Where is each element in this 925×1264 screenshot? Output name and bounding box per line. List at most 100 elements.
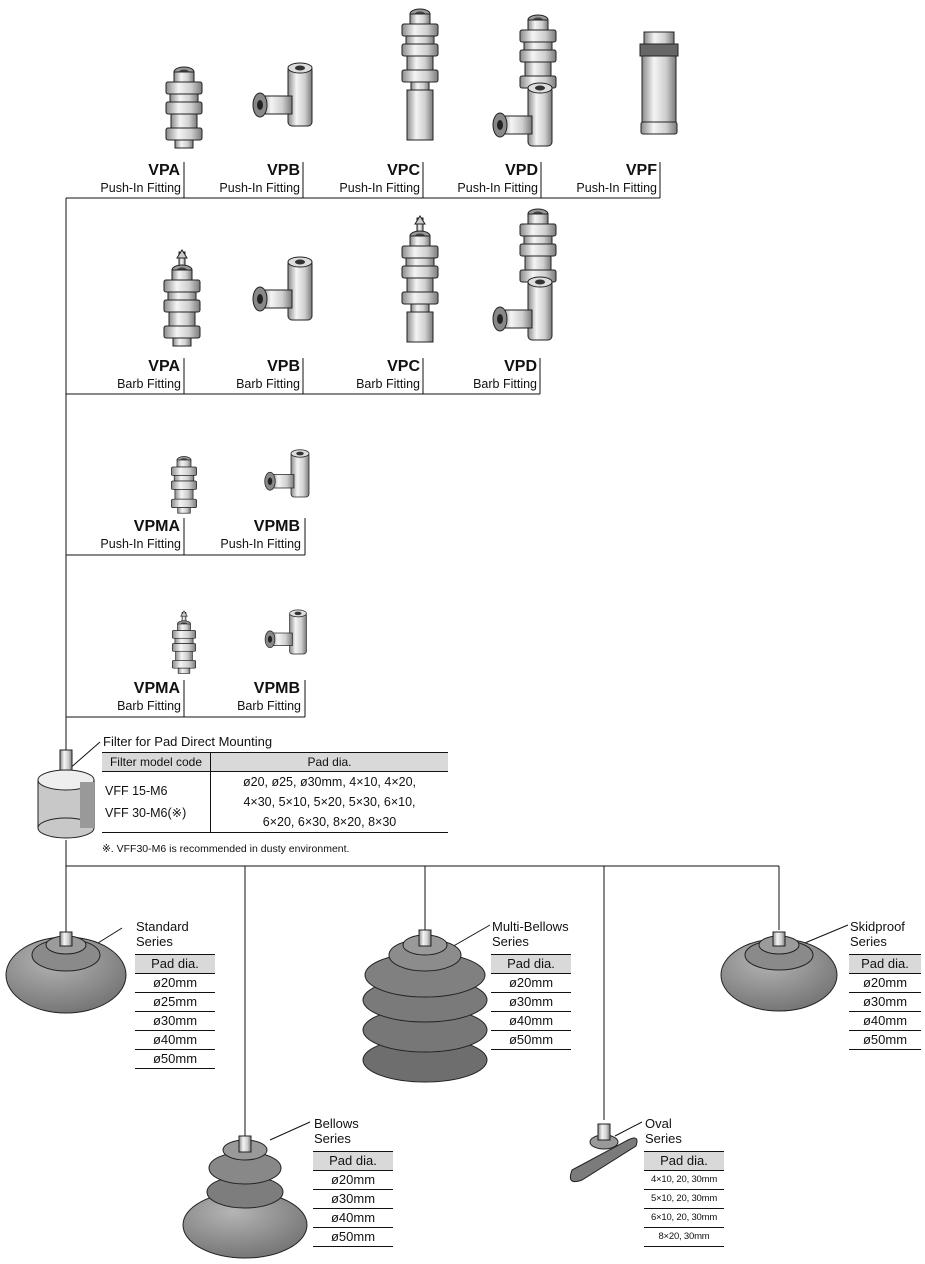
multi-bellows-pad-image	[362, 929, 488, 1083]
vpf-push-in-image	[639, 31, 679, 135]
skidproof-pad-table: Pad dia. ø20mm ø30mm ø40mm ø50mm	[849, 954, 921, 1050]
fitting-code: VPF	[625, 162, 657, 179]
fitting-code: VPC	[387, 162, 420, 179]
vpd-push-in-image	[492, 15, 556, 147]
pad-dia: 8×20, 30mm	[644, 1228, 724, 1247]
pad-dia: ø50mm	[313, 1228, 393, 1247]
pad-series-name: Standard	[136, 919, 189, 934]
fitting-code: VPA	[148, 358, 180, 375]
fitting-code: VPMB	[253, 518, 300, 535]
pad-series-label: Series	[136, 934, 173, 949]
vpma-push-in-image	[171, 457, 196, 514]
fitting-type: Push-In Fitting	[100, 181, 181, 195]
pad-series-label: Series	[645, 1131, 682, 1146]
pad-dia: 5×10, 20, 30mm	[644, 1190, 724, 1209]
pad-series-label: Series	[492, 934, 529, 949]
bellows-pad-table: Pad dia. ø20mm ø30mm ø40mm ø50mm	[313, 1151, 393, 1247]
fitting-code: VPC	[387, 358, 420, 375]
pad-dia: ø30mm	[849, 993, 921, 1012]
fitting-type: Push-In Fitting	[457, 181, 538, 195]
filter-note: ※. VFF30-M6 is recommended in dusty envi…	[102, 843, 350, 855]
vpd-barb-image	[492, 209, 556, 341]
standard-pad-image	[5, 931, 127, 1014]
fitting-code: VPA	[148, 162, 180, 179]
vpb-push-in-image	[252, 62, 313, 127]
fitting-code: VPB	[267, 358, 300, 375]
fitting-type: Push-In Fitting	[220, 537, 301, 551]
filter-title: Filter for Pad Direct Mounting	[103, 734, 273, 749]
fitting-type: Barb Fitting	[473, 377, 537, 391]
pad-series-name: Multi-Bellows	[492, 919, 569, 934]
fitting-type: Push-In Fitting	[339, 181, 420, 195]
pad-table-header: Pad dia.	[849, 954, 921, 974]
filter-col-dia: Pad dia.	[210, 752, 448, 772]
filter-dia-line: 4×30, 5×10, 5×20, 5×30, 6×10,	[243, 795, 416, 809]
vpc-barb-image	[402, 215, 438, 343]
pad-dia: ø20mm	[135, 974, 215, 993]
filter-dias-cell: ø20, ø25, ø30mm, 4×10, 4×20, 4×30, 5×10,…	[210, 771, 448, 833]
fitting-code: VPMB	[253, 680, 300, 697]
pad-table-header: Pad dia.	[313, 1151, 393, 1171]
pad-dia: ø50mm	[135, 1050, 215, 1069]
pad-series-name: Bellows	[314, 1116, 359, 1131]
fitting-type: Push-In Fitting	[219, 181, 300, 195]
pad-series-name: Oval	[645, 1116, 672, 1131]
vpma-barb-image	[172, 610, 195, 673]
oval-pad-image	[569, 1123, 638, 1183]
oval-pad-table: Pad dia. 4×10, 20, 30mm 5×10, 20, 30mm 6…	[644, 1151, 724, 1247]
pad-dia: ø20mm	[491, 974, 571, 993]
filter-code: VFF 15-M6	[105, 784, 168, 798]
pad-dia: ø40mm	[313, 1209, 393, 1228]
vpmb-barb-image	[264, 609, 307, 655]
pad-dia: ø30mm	[135, 1012, 215, 1031]
vpmb-push-in-image	[264, 449, 310, 498]
fitting-code: VPMA	[133, 680, 180, 697]
fitting-code: VPD	[504, 358, 537, 375]
fitting-type: Barb Fitting	[236, 377, 300, 391]
filter-dia-line: 6×20, 6×30, 8×20, 8×30	[262, 815, 397, 829]
pad-series-label: Series	[314, 1131, 351, 1146]
pad-dia: ø40mm	[491, 1012, 571, 1031]
pad-table-header: Pad dia.	[644, 1151, 724, 1171]
pad-dia: 4×10, 20, 30mm	[644, 1171, 724, 1190]
filter-codes-cell: VFF 15-M6 VFF 30-M6(※)	[102, 771, 211, 833]
fitting-type: Push-In Fitting	[100, 537, 181, 551]
pad-dia: ø20mm	[313, 1171, 393, 1190]
fitting-code: VPB	[267, 162, 300, 179]
pad-dia: ø40mm	[849, 1012, 921, 1031]
vpa-barb-image	[164, 249, 200, 346]
fitting-type: Barb Fitting	[117, 699, 181, 713]
multi-bellows-pad-table: Pad dia. ø20mm ø30mm ø40mm ø50mm	[491, 954, 571, 1050]
pad-dia: ø30mm	[491, 993, 571, 1012]
fitting-type: Barb Fitting	[117, 377, 181, 391]
pad-series-label: Series	[850, 934, 887, 949]
bellows-pad-image	[182, 1135, 308, 1259]
fitting-code: VPMA	[133, 518, 180, 535]
fitting-type: Barb Fitting	[356, 377, 420, 391]
pad-dia: ø50mm	[491, 1031, 571, 1050]
pad-dia: ø30mm	[313, 1190, 393, 1209]
fitting-code: VPD	[505, 162, 538, 179]
pad-table-header: Pad dia.	[135, 954, 215, 974]
filter-dia-line: ø20, ø25, ø30mm, 4×10, 4×20,	[242, 775, 416, 789]
filter-col-code: Filter model code	[102, 752, 211, 772]
filter-table: Filter model code Pad dia. VFF 15-M6 VFF…	[102, 752, 448, 833]
pad-dia: ø20mm	[849, 974, 921, 993]
vpa-push-in-image	[166, 67, 202, 148]
filter-image	[37, 749, 95, 839]
pad-dia: ø50mm	[849, 1031, 921, 1050]
pad-series-name: Skidproof	[850, 919, 905, 934]
vpc-push-in-image	[402, 9, 438, 141]
fitting-type: Barb Fitting	[237, 699, 301, 713]
fitting-type: Push-In Fitting	[576, 181, 657, 195]
skidproof-pad-image	[720, 931, 838, 1012]
pad-table-header: Pad dia.	[491, 954, 571, 974]
filter-code: VFF 30-M6(※)	[105, 806, 187, 820]
vpb-barb-image	[252, 256, 313, 321]
standard-pad-table: Pad dia. ø20mm ø25mm ø30mm ø40mm ø50mm	[135, 954, 215, 1069]
pad-dia: ø40mm	[135, 1031, 215, 1050]
pad-dia: ø25mm	[135, 993, 215, 1012]
pad-dia: 6×10, 20, 30mm	[644, 1209, 724, 1228]
